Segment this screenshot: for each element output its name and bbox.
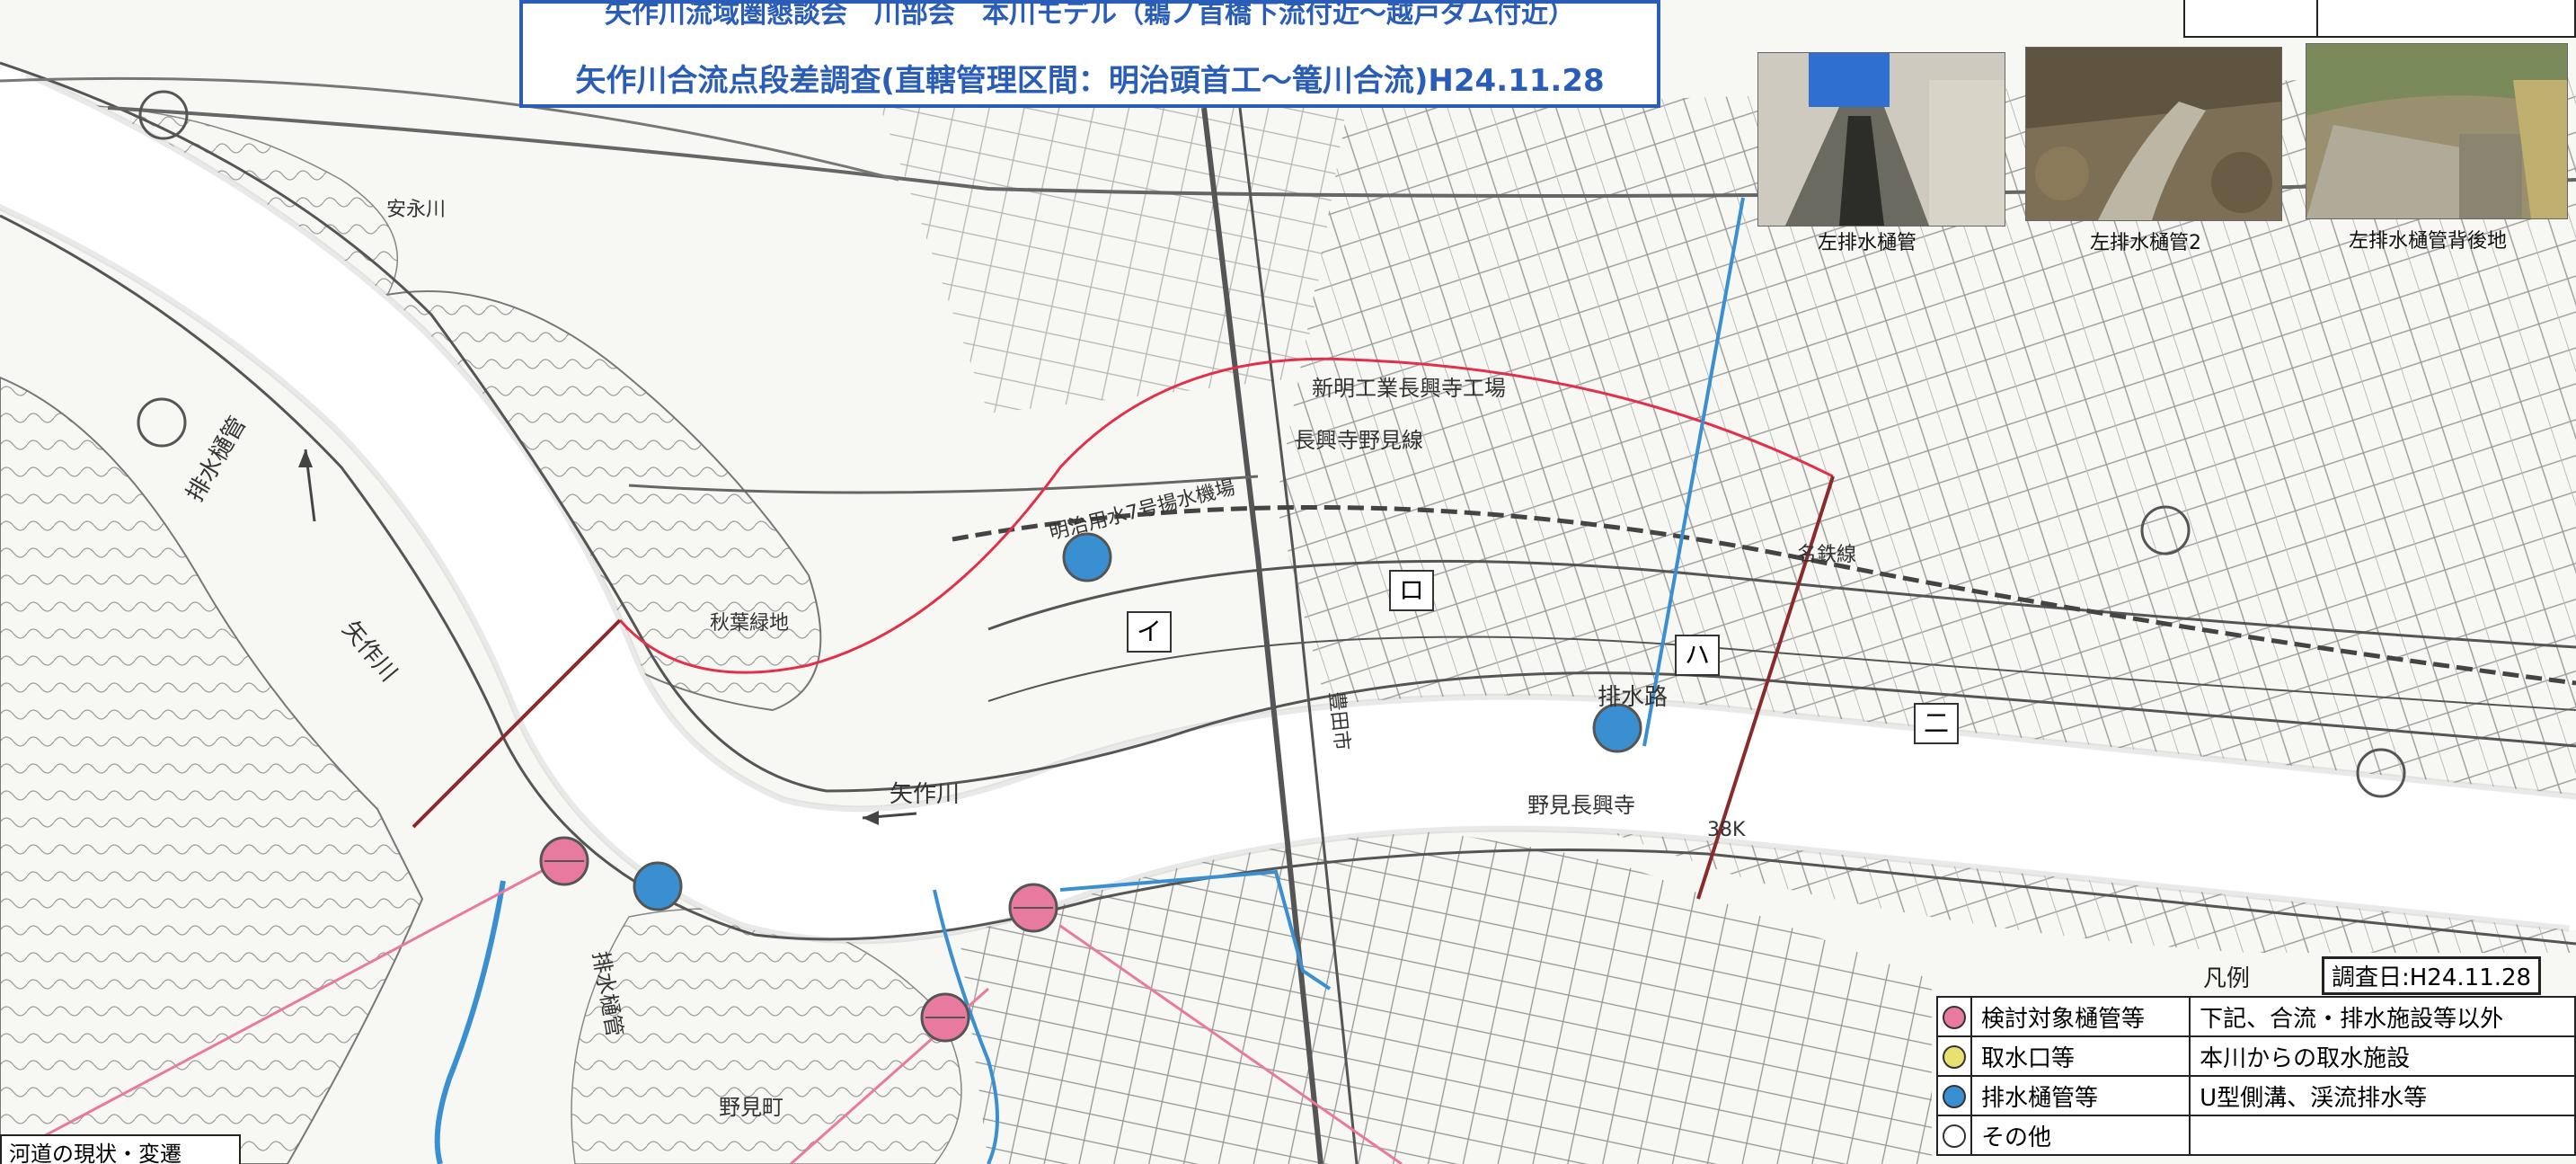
legend-row-desc [2189,1115,2576,1156]
river-status-note: 河道の現状・変遷 [0,1134,241,1164]
survey-date-badge: 調査日:H24.11.28 [2322,956,2542,995]
legend-heading: 凡例 [2203,965,2251,992]
legend-row: 排水樋管等 U型側溝、渓流排水等 [1936,1075,2576,1116]
photo-caption-1: 左排水樋管 [1818,232,1917,254]
label-line-name: 長興寺野見線 [1294,428,1423,453]
marker-circle-2[interactable] [137,397,187,448]
photo-caption-2: 左排水樋管2 [2090,232,2201,254]
title-line-2: 矢作川合流点段差調査(直轄管理区間：明治頭首工～篭川合流)H24.11.28 [575,63,1605,99]
label-town-nomi: 野見町 [719,1095,783,1120]
top-right-frame [2183,0,2576,38]
photo-drain-pipe-2[interactable] [2025,47,2282,221]
area-label-ni: 二 [1914,703,1959,744]
title-box: 矢作川流域圏懇談会 川部会 本川モデル（鵜ノ首橋下流付近～越戸ダム付近） 矢作川… [519,0,1660,108]
area-label-i: イ [1127,611,1172,653]
marker-blue-3[interactable] [1592,703,1642,753]
label-drain-channel: 排水路 [1598,684,1668,711]
area-label-ro: ロ [1389,570,1434,611]
marker-pink-1[interactable] [539,836,589,886]
photo-drain-pipe-image [1758,53,2005,226]
legend-row-desc: 下記、合流・排水施設等以外 [2189,996,2576,1037]
marker-blue-1[interactable] [633,861,683,911]
photo-drain-pipe-2-image [2026,48,2281,220]
title-line-1: 矢作川流域圏懇談会 川部会 本川モデル（鵜ノ首橋下流付近～越戸ダム付近） [605,0,1575,30]
marker-circle-1[interactable] [138,90,189,140]
photo-drain-pipe-backside[interactable] [2306,43,2568,219]
photo-drain-pipe-backside-image [2306,44,2567,218]
legend-row-name: その他 [1970,1115,2191,1156]
legend-row: 取水口等 本川からの取水施設 [1936,1035,2576,1077]
legend-row-name: 排水樋管等 [1970,1075,2191,1116]
area-label-ha: ハ [1675,635,1720,676]
legend-row-desc: U型側溝、渓流排水等 [2189,1075,2576,1116]
legend-table: 検討対象樋管等 下記、合流・排水施設等以外 取水口等 本川からの取水施設 排水樋… [1936,996,2576,1156]
photo-drain-pipe[interactable] [1757,52,2005,227]
label-factory: 新明工業長興寺工場 [1312,376,1506,401]
legend-row: 検討対象樋管等 下記、合流・排水施設等以外 [1936,996,2576,1037]
marker-circle-4[interactable] [2356,748,2406,798]
label-38k: 38K [1707,819,1746,841]
legend-row-name: 検討対象樋管等 [1970,996,2191,1037]
legend-row-name: 取水口等 [1970,1035,2191,1077]
legend-dot-pink [1943,1005,1966,1029]
label-hill-site: 秋葉緑地 [710,612,789,635]
label-river-main-2: 矢作川 [890,781,960,808]
legend-dot-blue [1943,1084,1966,1108]
marker-pink-2[interactable] [1008,883,1058,933]
legend-row-desc: 本川からの取水施設 [2189,1035,2576,1077]
legend-dot-yellow [1943,1044,1966,1069]
marker-circle-3[interactable] [2140,505,2191,555]
marker-pink-3[interactable] [920,992,970,1043]
photo-caption-3: 左排水樋管背後地 [2349,230,2508,253]
label-ankagawa: 安永川 [386,199,446,221]
label-railway: 名鉄線 [1797,544,1856,566]
legend-row: その他 [1936,1115,2576,1156]
marker-blue-2[interactable] [1062,532,1112,582]
legend-dot-white [1943,1124,1966,1148]
label-town-nomi-nagaokoji: 野見長興寺 [1527,793,1635,818]
